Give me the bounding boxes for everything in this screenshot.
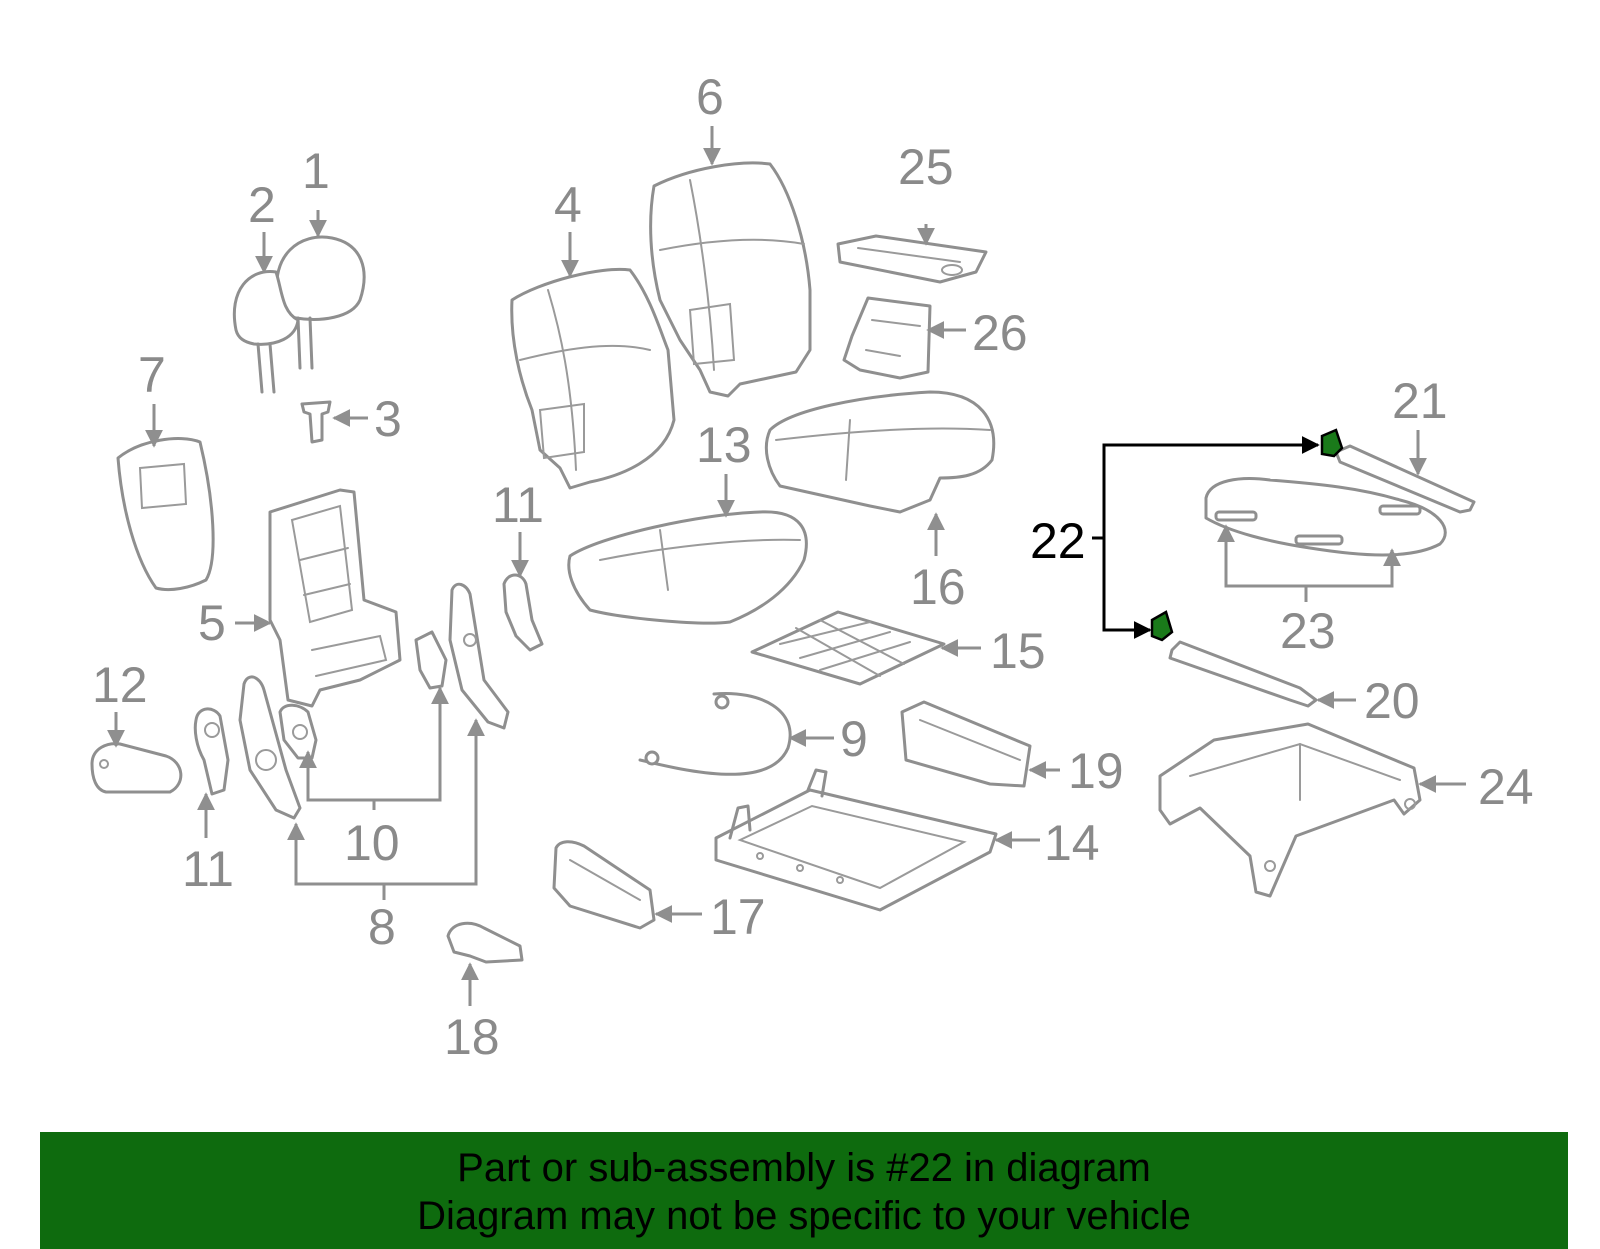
seat-cushion-part-13 — [567, 510, 808, 625]
callout-7: 7 — [138, 347, 166, 403]
recliner-part-11-left — [193, 707, 230, 796]
seatback-cushion-part-4 — [510, 267, 676, 490]
part-info-banner: Part or sub-assembly is #22 in diagram D… — [40, 1132, 1568, 1249]
callout-21: 21 — [1392, 373, 1448, 429]
callout-26: 26 — [972, 305, 1028, 361]
callout-13: 13 — [696, 417, 752, 473]
callout-numbers: 1 2 3 4 5 6 7 8 9 10 11 11 12 13 14 15 1… — [92, 69, 1534, 1065]
callout-19: 19 — [1068, 743, 1124, 799]
headrest-part-1 — [275, 235, 366, 370]
callout-6: 6 — [696, 69, 724, 125]
recliner-part-11-right — [502, 573, 544, 652]
seat-frame-part-14 — [714, 768, 998, 912]
callout-24: 24 — [1478, 759, 1534, 815]
handle-part-18 — [446, 921, 524, 964]
callout-18: 18 — [444, 1009, 500, 1065]
riser-part-24 — [1158, 722, 1422, 898]
headrest-part-2 — [232, 270, 300, 394]
callout-4: 4 — [554, 177, 582, 233]
callout-16: 16 — [910, 559, 966, 615]
callout-25: 25 — [898, 139, 954, 195]
seatback-cushion-part-6 — [649, 161, 812, 398]
callout-12: 12 — [92, 657, 148, 713]
callout-11-left: 11 — [182, 841, 234, 897]
callout-11-right: 11 — [492, 477, 544, 533]
callout-15: 15 — [990, 623, 1046, 679]
seat-cushion-part-16 — [764, 390, 996, 514]
wire-harness-part-23 — [1204, 477, 1447, 557]
recliner-part-8 — [238, 582, 510, 820]
banner-disclaimer-line: Diagram may not be specific to your vehi… — [417, 1194, 1191, 1238]
tray-part-25 — [836, 234, 988, 284]
cable-part-9 — [638, 691, 792, 776]
side-cover-part-19 — [900, 700, 1032, 788]
back-panel-part-7 — [116, 437, 215, 592]
callout-5: 5 — [198, 595, 226, 651]
cover-part-12 — [90, 742, 183, 794]
seatback-frame-part-5 — [268, 488, 402, 708]
spring-mat-part-15 — [750, 610, 946, 686]
callout-23: 23 — [1280, 603, 1336, 659]
seat-track-part-21 — [1334, 444, 1476, 514]
bracket-part-10 — [278, 630, 448, 760]
leader-lines-part-22 — [1092, 436, 1320, 639]
side-cover-part-17 — [552, 840, 656, 930]
callout-3: 3 — [374, 391, 402, 447]
headrest-guide-part-3 — [300, 400, 332, 444]
callout-22-highlighted: 22 — [1030, 513, 1086, 569]
bracket-part-26 — [842, 296, 932, 380]
banner-part-line: Part or sub-assembly is #22 in diagram — [457, 1146, 1151, 1190]
callout-17: 17 — [710, 889, 766, 945]
highlighted-part-22 — [1150, 428, 1344, 642]
leader-lines — [107, 126, 1466, 1006]
callout-9: 9 — [840, 711, 868, 767]
callout-10: 10 — [344, 815, 400, 871]
callout-2: 2 — [248, 177, 276, 233]
callout-14: 14 — [1044, 815, 1100, 871]
seat-track-part-20 — [1168, 640, 1318, 708]
callout-20: 20 — [1364, 673, 1420, 729]
callout-8: 8 — [368, 899, 396, 955]
callout-1: 1 — [302, 143, 330, 199]
